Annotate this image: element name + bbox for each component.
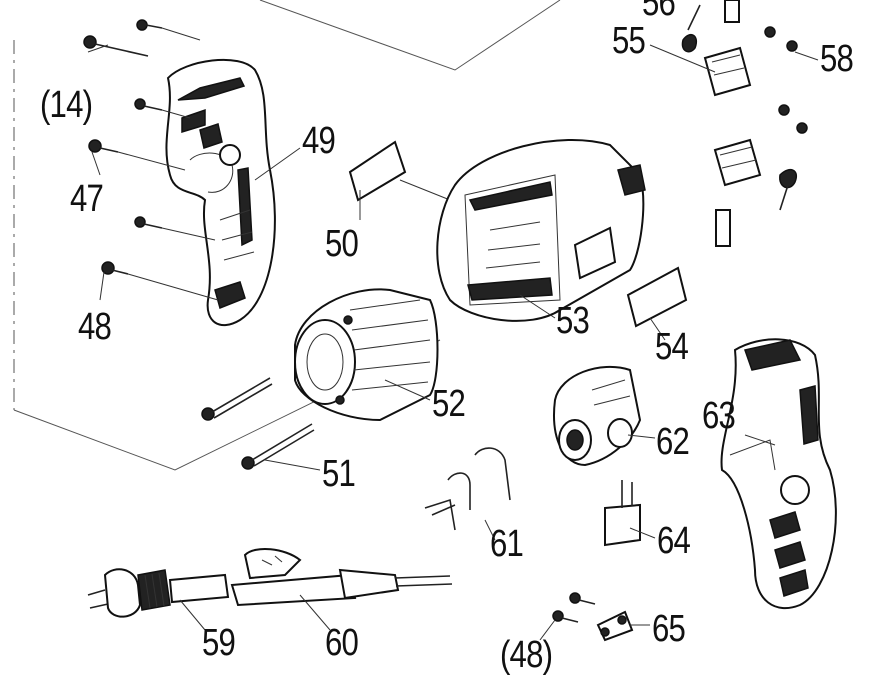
- callout-52: 52: [432, 383, 466, 425]
- screws-left: [83, 19, 219, 301]
- cord-clamp-and-screws: [552, 592, 634, 642]
- switch: [553, 365, 642, 467]
- left-housing-half: [165, 58, 276, 327]
- callout-65: 65: [652, 608, 686, 650]
- long-screws: [201, 377, 315, 470]
- motor-housing: [436, 138, 646, 322]
- callout-56: 56: [642, 0, 676, 24]
- callout-58: 58: [820, 38, 854, 80]
- callout-62: 62: [656, 421, 690, 463]
- right-housing-half: [720, 338, 837, 610]
- callout-54: 54: [655, 326, 689, 368]
- callout-49: 49: [302, 120, 336, 162]
- connector-wires: [424, 447, 511, 531]
- label-plate-54: [626, 266, 688, 328]
- callout-50: 50: [325, 223, 359, 265]
- callout-51: 51: [322, 453, 356, 495]
- callout-63: 63: [702, 395, 736, 437]
- callout-47: 47: [70, 178, 104, 220]
- callout-48-ref: (48): [500, 634, 553, 676]
- leader-lines: [87, 44, 819, 641]
- callout-60: 60: [325, 622, 359, 664]
- callout-53: 53: [556, 300, 590, 342]
- capacitor: [604, 480, 641, 547]
- power-cord: [230, 548, 453, 607]
- brush-holder-assembly: [681, 0, 808, 247]
- callout-14: (14): [40, 84, 93, 126]
- callout-48: 48: [78, 306, 112, 348]
- callout-64: 64: [657, 520, 691, 562]
- stator: [294, 288, 439, 422]
- label-plate-50: [348, 140, 451, 202]
- power-plug: [87, 568, 230, 618]
- callout-55: 55: [612, 20, 646, 62]
- callout-61: 61: [490, 523, 524, 565]
- callout-59: 59: [202, 622, 236, 664]
